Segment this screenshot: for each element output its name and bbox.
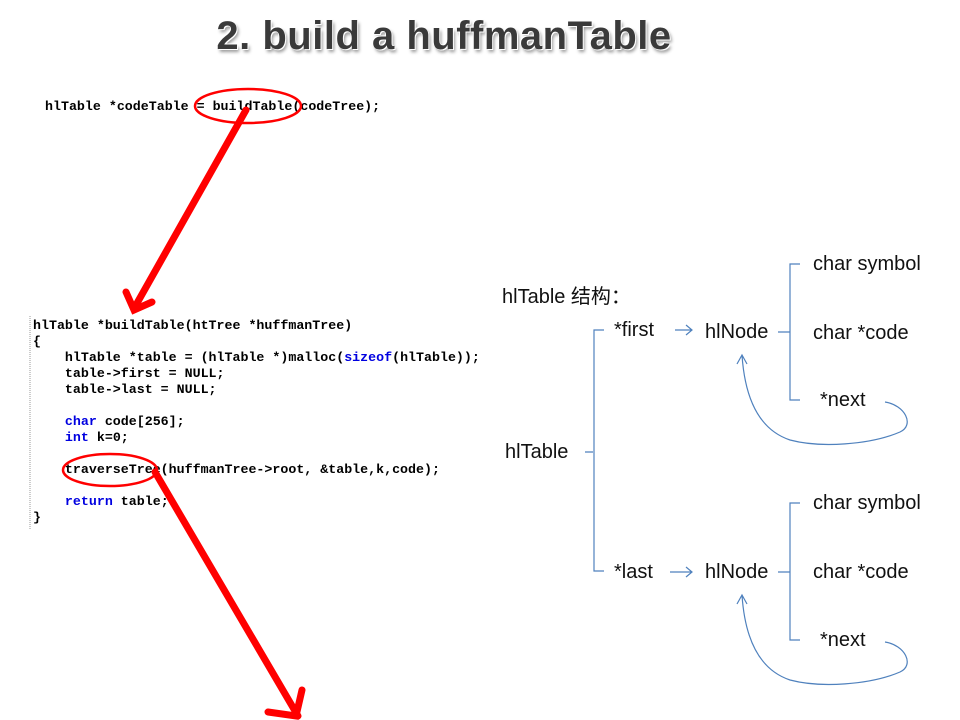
code-brace: } (33, 510, 41, 525)
code-gutter (29, 316, 31, 530)
code-text: table->first = NULL; (33, 366, 225, 381)
code-text: table->last = NULL; (33, 382, 217, 397)
next-loop-last (736, 593, 908, 686)
code-text: traverseTree(huffmanTree->root, &table,k… (33, 462, 440, 477)
last-next: *next (820, 629, 866, 651)
code-keyword: char (64, 414, 97, 429)
last-code: char *code (813, 561, 909, 583)
first-symbol: char symbol (813, 253, 921, 275)
field-first: *first (614, 319, 654, 341)
arrow-last (670, 566, 693, 578)
code-text: table; (112, 494, 169, 509)
next-loop-first (736, 353, 908, 446)
node-first: hlNode (705, 321, 769, 343)
code-brace: { (33, 334, 41, 349)
red-arrow-2 (151, 468, 306, 720)
first-code: char *code (813, 322, 909, 344)
last-symbol: char symbol (813, 492, 921, 514)
node-last: hlNode (705, 561, 769, 583)
fields-bracket-last (778, 502, 800, 641)
code-text: (hlTable)); (392, 350, 480, 365)
diagram-heading: hlTable 结构： (502, 286, 631, 308)
red-arrow-1 (122, 106, 250, 315)
fields-bracket-first (778, 263, 800, 401)
code-text: hlTable *table = (hlTable *)malloc( (33, 350, 345, 365)
code-keyword: return (64, 494, 113, 509)
slide-title: 2. build a huffmanTable (216, 14, 672, 58)
code-text: code[256]; (96, 414, 185, 429)
highlight-buildtable (193, 87, 303, 125)
code-signature: hlTable *buildTable(htTree *huffmanTree) (33, 318, 353, 333)
field-last: *last (614, 561, 653, 583)
function-code: hlTable *buildTable(htTree *huffmanTree)… (33, 318, 480, 526)
root-bracket (585, 329, 604, 572)
root-hltable: hlTable (505, 441, 569, 463)
call-line: hlTable *codeTable = buildTable(codeTree… (45, 99, 381, 114)
first-next: *next (820, 389, 866, 411)
code-text: k=0; (88, 430, 129, 445)
code-keyword: int (64, 430, 89, 445)
highlight-traversetree (61, 452, 159, 488)
arrow-first (675, 324, 693, 336)
code-keyword: sizeof (344, 350, 393, 365)
